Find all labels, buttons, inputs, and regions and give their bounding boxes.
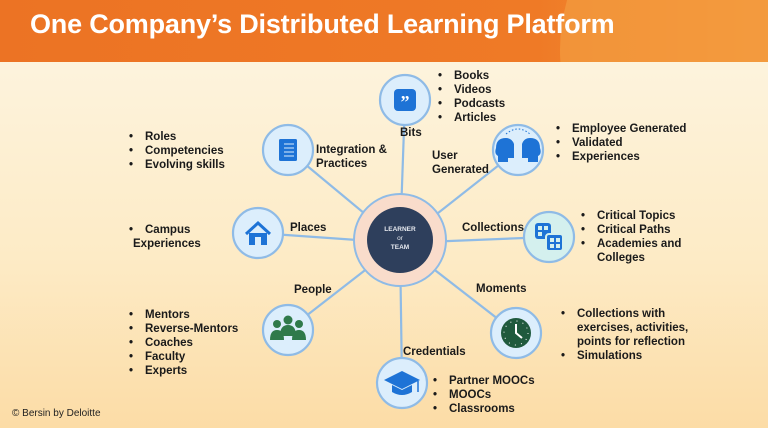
copyright: © Bersin by Deloitte [12, 408, 101, 419]
list-moments: Collections with exercises, activities, … [561, 307, 689, 363]
list-item: Reverse-Mentors [129, 322, 238, 336]
center-line3: TEAM [390, 244, 410, 251]
list-item-continued: exercises, activities, [577, 322, 689, 334]
node-user-generated [491, 123, 545, 177]
center-label: LEARNER or TEAM [370, 225, 430, 252]
label-integration-2: Practices [316, 158, 368, 170]
people-group-icon [270, 315, 306, 340]
graduation-cap-icon [384, 371, 420, 395]
grid-squares-icon [535, 223, 564, 252]
label-user-generated-1: User [432, 150, 458, 162]
label-user-generated-2: Generated [432, 164, 489, 176]
quote-icon: ” [394, 89, 416, 112]
clock-icon [501, 318, 531, 348]
list-item: Evolving skills [129, 158, 225, 172]
label-bits: Bits [400, 127, 422, 139]
list-item: Critical Paths [581, 223, 681, 237]
list-collections: Critical Topics Critical Paths Academies… [581, 209, 681, 265]
center-line2: or [397, 235, 403, 242]
list-item: Academies and [581, 237, 681, 251]
list-item: Partner MOOCs [433, 374, 535, 388]
list-item: Faculty [129, 350, 238, 364]
svg-text:”: ” [401, 92, 410, 112]
list-integration: Roles Competencies Evolving skills [129, 130, 225, 172]
list-item: Experiences [556, 150, 686, 164]
list-item: Roles [129, 130, 225, 144]
center-circle [367, 207, 433, 273]
list-item: Videos [438, 83, 505, 97]
center-line1: LEARNER [384, 226, 416, 233]
list-item: Collections with [561, 307, 688, 321]
list-item: Employee Generated [556, 122, 686, 136]
list-places: Campus [129, 223, 191, 237]
header-arc-decoration [560, 0, 768, 62]
list-item: Coaches [129, 336, 238, 350]
list-item: Simulations [561, 349, 688, 363]
list-item: Experts [129, 364, 238, 378]
list-user-generated: Employee Generated Validated Experiences [556, 122, 686, 164]
house-icon [244, 220, 272, 245]
list-item-continued: points for reflection [577, 336, 685, 348]
notebook-icon [279, 139, 297, 161]
label-credentials: Credentials [403, 346, 466, 358]
label-places: Places [290, 222, 327, 234]
list-item: Podcasts [438, 97, 505, 111]
list-item: Validated [556, 136, 686, 150]
list-item-continued: Colleges [597, 252, 645, 264]
list-item: Books [438, 69, 505, 83]
list-item: Critical Topics [581, 209, 681, 223]
list-item: Classrooms [433, 402, 535, 416]
header-banner: One Company’s Distributed Learning Platf… [0, 0, 768, 62]
label-moments: Moments [476, 283, 527, 295]
two-heads-icon [495, 128, 541, 162]
list-item: MOOCs [433, 388, 535, 402]
label-people: People [294, 284, 332, 296]
list-item-continued: Experiences [133, 238, 201, 250]
list-item: Mentors [129, 308, 238, 322]
label-integration-1: Integration & [316, 144, 387, 156]
list-item: Campus [129, 223, 191, 237]
list-people: Mentors Reverse-Mentors Coaches Faculty … [129, 308, 238, 378]
list-item: Competencies [129, 144, 225, 158]
list-credentials: Partner MOOCs MOOCs Classrooms [433, 374, 535, 416]
label-collections: Collections [462, 222, 524, 234]
list-bits: Books Videos Podcasts Articles [438, 69, 505, 125]
list-item: Articles [438, 111, 505, 125]
page-title: One Company’s Distributed Learning Platf… [30, 9, 615, 39]
